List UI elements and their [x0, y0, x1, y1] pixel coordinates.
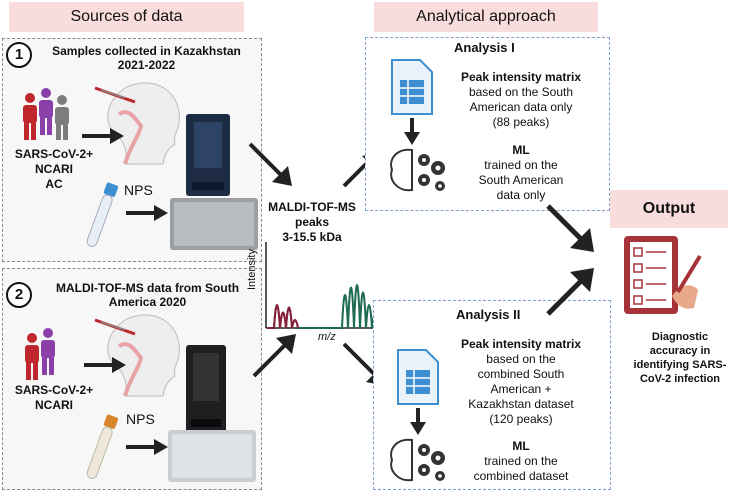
head-swab-icon-1	[94, 82, 180, 165]
output-text: Diagnostic accuracy in identifying SARS-…	[632, 330, 728, 386]
analysis1-ml-line: data only	[496, 188, 546, 202]
spectrum-ylabel: Intensity	[246, 249, 258, 290]
spectrum-title-line1: MALDI-TOF-MS	[268, 200, 356, 214]
spectrum-peaks-red	[268, 304, 299, 329]
analysis1-matrix-text: Peak intensity matrix based on the South…	[446, 70, 596, 130]
source2-title-line2: America 2020	[108, 295, 187, 309]
arrow-icon	[252, 334, 296, 378]
sample-plate-icon-1	[170, 198, 258, 250]
swab-tube-icon-1	[86, 182, 119, 247]
arrow-icon	[82, 128, 124, 144]
checklist-clipboard-icon	[624, 236, 702, 314]
source2-groups: SARS-CoV-2+ NCARI	[14, 383, 94, 413]
group-label-sars: SARS-CoV-2+	[14, 147, 94, 161]
analysis2-title: Analysis II	[456, 307, 521, 322]
analysis1-matrix-line: based on the South	[468, 85, 574, 99]
arrow-icon	[410, 408, 426, 435]
source1-title-line1: Samples collected in Kazakhstan	[52, 44, 241, 58]
people-group-icon-1	[23, 88, 69, 140]
header-analytical: Analytical approach	[374, 2, 598, 32]
analysis1-ml-line: trained on the	[484, 158, 558, 172]
swab-tube-icon-2	[86, 414, 119, 479]
source2-title: MALDI-TOF-MS data from South America 202…	[30, 281, 265, 309]
analysis2-ml-line: trained on the	[484, 454, 558, 468]
source1-groups: SARS-CoV-2+ NCARI AC	[14, 147, 94, 192]
output-line: CoV-2 infection	[639, 373, 721, 385]
source-number-2: 2	[6, 282, 32, 308]
analysis1-ml-text: ML trained on the South American data on…	[456, 143, 586, 203]
analysis2-ml-title: ML	[512, 439, 530, 453]
arrow-icon	[126, 205, 168, 221]
analysis2-matrix-title: Peak intensity matrix	[460, 337, 582, 351]
analysis1-matrix-title: Peak intensity matrix	[460, 70, 582, 84]
source-number-1: 1	[6, 42, 32, 68]
arrow-icon	[546, 268, 594, 316]
analysis1-matrix-line: American data only	[469, 100, 573, 114]
spectrum-xlabel: m/z	[318, 331, 336, 343]
source2-title-line1: MALDI-TOF-MS data from South	[55, 281, 240, 295]
arrow-icon	[84, 357, 126, 373]
brain-gears-icon-2	[390, 438, 445, 482]
spectrum-title-line2: peaks	[294, 215, 330, 229]
header-output: Output	[610, 190, 728, 228]
analysis2-ml-text: ML trained on the combined dataset	[456, 439, 586, 484]
analysis1-matrix-line: (88 peaks)	[492, 115, 550, 129]
analysis2-ml-line: combined dataset	[473, 469, 569, 483]
header-sources: Sources of data	[9, 2, 244, 32]
analysis2-matrix-line: American +	[490, 382, 552, 396]
spectrum-title-line3: 3-15.5 kDa	[282, 230, 342, 244]
analysis2-matrix-line: combined South	[477, 367, 565, 381]
arrow-icon	[546, 204, 594, 252]
analysis1-ml-line: South American	[478, 173, 564, 187]
nps-label-1: NPS	[124, 182, 153, 198]
nps-label-2: NPS	[126, 411, 155, 427]
group-label-ac: AC	[45, 177, 63, 191]
source1-title-line2: 2021-2022	[117, 58, 176, 72]
people-group-icon-2	[25, 328, 55, 380]
spreadsheet-document-icon-1	[391, 59, 433, 115]
spectrum-plot	[265, 242, 384, 329]
sample-plate-icon-2	[168, 430, 256, 482]
output-line: accuracy in	[649, 345, 711, 357]
maldi-instrument-icon-2	[186, 345, 226, 433]
spreadsheet-document-icon-2	[397, 349, 439, 405]
spectrum-title: MALDI-TOF-MS peaks 3-15.5 kDa	[262, 200, 362, 245]
brain-gears-icon-1	[390, 148, 445, 192]
arrow-icon	[126, 439, 168, 455]
group-label-ncari: NCARI	[35, 162, 73, 176]
group-label-sars: SARS-CoV-2+	[14, 383, 94, 397]
arrow-icon	[404, 118, 420, 145]
group-label-ncari: NCARI	[35, 398, 73, 412]
output-line: Diagnostic	[651, 331, 709, 343]
maldi-instrument-icon-1	[186, 114, 230, 196]
analysis2-matrix-line: Kazakhstan dataset	[468, 397, 574, 411]
output-line: identifying SARS-	[633, 359, 727, 371]
analysis2-matrix-text: Peak intensity matrix based on the combi…	[446, 337, 596, 427]
source1-title: Samples collected in Kazakhstan 2021-202…	[34, 44, 259, 72]
analysis2-matrix-line: based on the	[486, 352, 556, 366]
head-swab-icon-2	[94, 314, 180, 397]
arrow-icon	[248, 142, 292, 186]
analysis2-matrix-line: (120 peaks)	[489, 412, 553, 426]
analysis1-ml-title: ML	[512, 143, 530, 157]
analysis1-title: Analysis I	[454, 40, 515, 55]
